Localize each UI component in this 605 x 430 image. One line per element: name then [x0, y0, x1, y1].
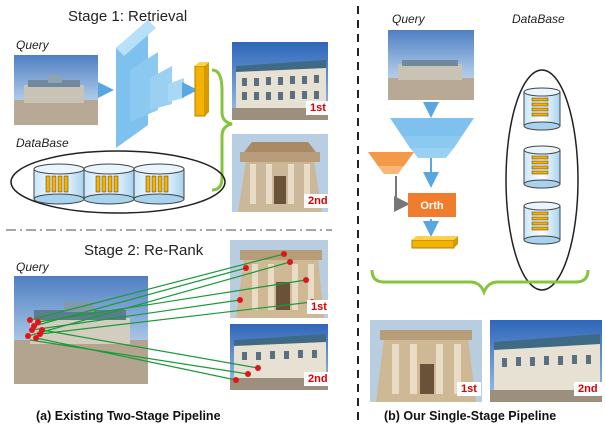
retrieved-photo-2nd [232, 134, 328, 212]
result-photo-1st-right [370, 320, 482, 402]
database-drums-right [523, 87, 561, 245]
rank-badge-1st-stage2: 1st [307, 300, 331, 314]
rank-badge-2nd-right: 2nd [574, 382, 602, 396]
rank-badge-2nd-stage2: 2nd [304, 372, 332, 386]
database-ellipse-right [505, 69, 579, 291]
svg-text:Orth: Orth [420, 200, 444, 212]
query-photo-stage2 [14, 276, 148, 384]
cnn-network-icon [116, 20, 184, 148]
database-ellipse-left [10, 150, 226, 214]
query-photo-right [388, 30, 474, 100]
query-label-right: Query [392, 12, 425, 26]
stage2-title: Stage 2: Re-Rank [84, 242, 204, 259]
cnn-network-icon-right [390, 118, 474, 158]
retrieval-brace-right [370, 269, 590, 297]
query-label-stage2: Query [16, 260, 49, 274]
database-drums-left [33, 163, 185, 205]
feature-match-lines [27, 253, 313, 381]
orange-branch-block [368, 152, 414, 174]
orth-block: Orth [408, 193, 456, 217]
retrieval-brace [211, 68, 233, 192]
caption-right: (b) Our Single-Stage Pipeline [384, 409, 557, 423]
query-photo-stage1 [14, 55, 98, 125]
global-feature-icon-right [411, 236, 458, 249]
stage1-title: Stage 1: Retrieval [68, 8, 188, 25]
global-feature-icon [194, 62, 209, 117]
query-label-stage1: Query [16, 38, 49, 52]
rank-badge-1st-right: 1st [457, 382, 481, 396]
database-label-right: DataBase [512, 12, 565, 26]
database-label-left: DataBase [16, 136, 69, 150]
rank-badge-1st-stage1: 1st [306, 101, 330, 115]
rank-badge-2nd-stage1: 2nd [304, 194, 332, 208]
arrow-orange-to-orth [394, 176, 410, 212]
caption-left: (a) Existing Two-Stage Pipeline [36, 409, 221, 423]
